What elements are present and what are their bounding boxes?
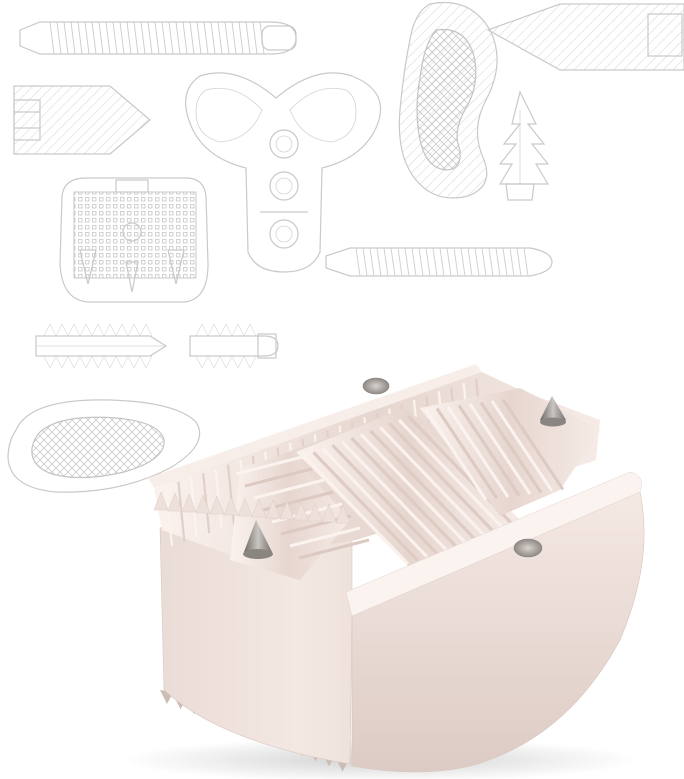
lattice-cage-icon xyxy=(59,177,209,303)
bone-screw-icon xyxy=(19,21,297,55)
cage-back-rim xyxy=(148,364,482,488)
long-screw-icon xyxy=(325,247,553,277)
y-plate-icon xyxy=(185,72,382,273)
interbody-cage-implant xyxy=(120,364,645,779)
oval-cage-icon xyxy=(7,399,201,493)
threaded-screw-small-icon xyxy=(35,323,168,369)
left-wall-serrations xyxy=(153,491,351,524)
kidney-cage-icon xyxy=(398,1,498,199)
radiographic-marker-front xyxy=(513,538,543,558)
fixation-spike-right xyxy=(540,396,566,427)
fixation-spike-left xyxy=(243,520,273,559)
suture-anchor-icon xyxy=(498,90,550,201)
cage-front-cap xyxy=(351,491,645,773)
cannulated-screw-icon xyxy=(13,85,151,155)
radiographic-marker-back xyxy=(362,377,390,395)
threaded-screw-cap-icon xyxy=(189,323,279,369)
large-screw-tip-icon xyxy=(486,3,684,71)
